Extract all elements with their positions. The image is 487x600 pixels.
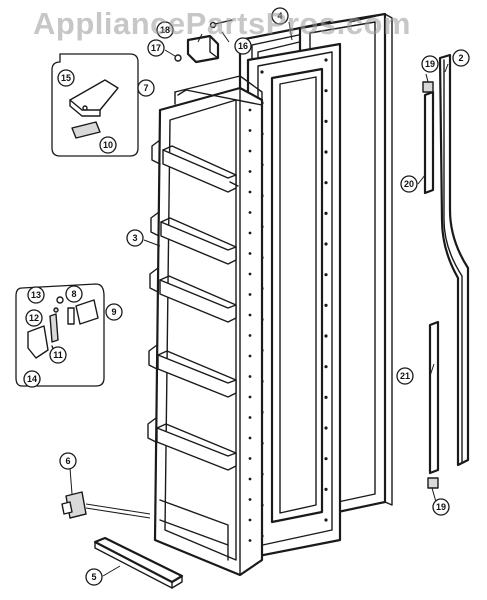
svg-text:9: 9 — [111, 307, 116, 317]
callout-8[interactable]: 8 — [65, 285, 83, 303]
gasket-hole — [260, 70, 264, 74]
callout-13[interactable]: 13 — [27, 286, 45, 304]
liner-hole — [248, 375, 252, 378]
callout-3[interactable]: 3 — [126, 229, 144, 247]
callout-7[interactable]: 7 — [137, 79, 155, 97]
gasket-hole — [324, 150, 328, 154]
svg-text:5: 5 — [91, 572, 96, 582]
liner-hole — [248, 518, 252, 522]
hinge-inset-lower — [15, 283, 105, 387]
liner-holes — [248, 108, 252, 542]
liner-hole — [248, 272, 252, 276]
door-handle-trim — [438, 53, 470, 467]
gasket-hole — [324, 487, 328, 491]
callout-16[interactable]: 16 — [234, 37, 252, 55]
callout-5[interactable]: 5 — [85, 568, 103, 586]
callout-14[interactable]: 14 — [23, 370, 41, 388]
callout-21[interactable]: 21 — [396, 367, 414, 385]
gasket-hole — [324, 181, 328, 185]
callout-11[interactable]: 11 — [49, 346, 67, 364]
callout-2[interactable]: 2 — [452, 49, 470, 67]
gasket-hole — [324, 211, 328, 215]
svg-text:4: 4 — [277, 11, 282, 21]
liner-hole — [248, 477, 252, 481]
gasket-hole — [324, 273, 328, 277]
svg-text:14: 14 — [27, 374, 37, 384]
liner-hole — [248, 293, 252, 296]
svg-text:21: 21 — [400, 371, 410, 381]
liner-hole — [248, 190, 252, 194]
liner-hole — [248, 108, 252, 112]
callout-19-bottom[interactable]: 19 — [432, 498, 450, 516]
liner-hole — [248, 129, 252, 132]
liner-hole — [248, 539, 252, 542]
part-callouts: 2 3 4 5 6 7 8 9 10 11 12 13 14 15 16 17 … — [23, 7, 470, 586]
svg-text:17: 17 — [151, 43, 161, 53]
callout-20[interactable]: 20 — [400, 175, 418, 193]
liner-hole — [248, 436, 252, 440]
door-bottom-trim — [93, 536, 184, 589]
liner-hole — [248, 170, 252, 173]
gasket-hole — [324, 242, 328, 246]
svg-text:13: 13 — [31, 290, 41, 300]
callout-17[interactable]: 17 — [147, 39, 165, 57]
liner-hole — [248, 457, 252, 460]
gasket-hole — [324, 58, 328, 62]
liner-hole — [248, 149, 252, 153]
svg-text:20: 20 — [404, 179, 414, 189]
liner-hole — [248, 334, 252, 337]
liner-side-ribs — [147, 139, 239, 443]
callout-10[interactable]: 10 — [99, 136, 117, 154]
callout-12[interactable]: 12 — [25, 309, 43, 327]
svg-text:2: 2 — [458, 53, 463, 63]
gasket-hole — [324, 457, 328, 461]
svg-text:15: 15 — [61, 73, 71, 83]
gasket-hole — [324, 303, 328, 307]
svg-text:3: 3 — [132, 233, 137, 243]
svg-text:8: 8 — [71, 289, 76, 299]
watermark-text: AppliancePartsPros.com — [33, 6, 411, 41]
svg-text:11: 11 — [53, 350, 63, 360]
liner-hole — [248, 395, 252, 399]
svg-text:18: 18 — [160, 25, 170, 35]
hinge-inset-top — [51, 53, 139, 157]
gasket-hole — [324, 119, 328, 123]
liner-hole — [248, 252, 252, 255]
handle-bracket-upper — [422, 81, 435, 195]
svg-text:6: 6 — [65, 456, 70, 466]
handle-bracket-lower — [427, 320, 440, 489]
gasket-hole — [324, 89, 328, 93]
liner-hole — [248, 211, 252, 214]
callout-19-top[interactable]: 19 — [421, 55, 439, 73]
liner-hole — [248, 498, 252, 501]
top-hinge-hardware — [174, 19, 233, 64]
svg-text:16: 16 — [238, 41, 248, 51]
callout-4[interactable]: 4 — [271, 7, 289, 25]
svg-text:19: 19 — [436, 502, 446, 512]
svg-text:19: 19 — [425, 59, 435, 69]
leader-lines — [69, 21, 449, 577]
gasket-hole — [324, 518, 328, 522]
liner-hole — [248, 313, 252, 317]
svg-text:12: 12 — [29, 313, 39, 323]
liner-hole — [248, 416, 252, 419]
callout-9[interactable]: 9 — [105, 303, 123, 321]
liner-shelves — [156, 145, 237, 471]
gasket-hole — [324, 334, 328, 338]
callout-6[interactable]: 6 — [59, 452, 77, 470]
callout-18[interactable]: 18 — [156, 21, 174, 39]
gasket-hole — [324, 426, 328, 430]
liner-hole — [248, 231, 252, 235]
callout-15[interactable]: 15 — [57, 69, 75, 87]
svg-text:7: 7 — [143, 83, 148, 93]
door-stop-clip — [61, 491, 151, 519]
liner-hole — [248, 354, 252, 358]
gasket-hole — [324, 365, 328, 369]
svg-text:10: 10 — [103, 140, 113, 150]
gasket-hole — [324, 395, 328, 399]
door-liner — [147, 75, 264, 577]
